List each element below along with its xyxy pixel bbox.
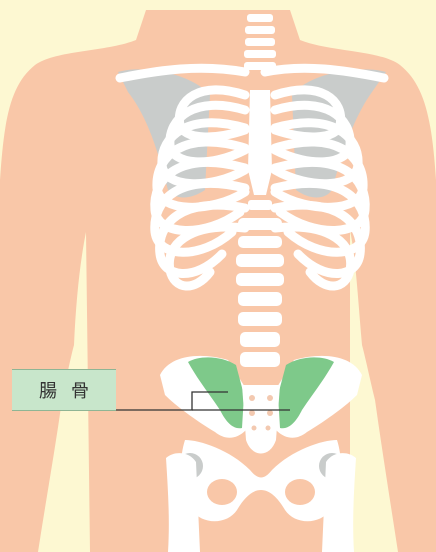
ilium-label-box: 腸骨 bbox=[12, 369, 116, 411]
ilium-label: 腸骨 bbox=[25, 377, 103, 403]
sternum bbox=[248, 90, 272, 195]
sacrum bbox=[242, 385, 280, 454]
